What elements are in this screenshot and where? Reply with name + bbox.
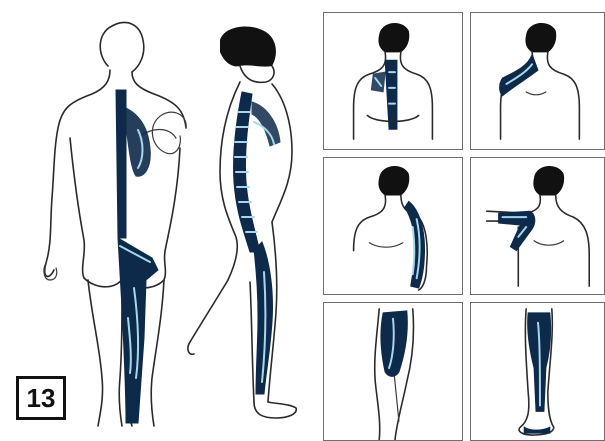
side-view-figure: [180, 22, 320, 432]
figure-number-badge: 13: [16, 376, 66, 420]
figure-number-text: 13: [27, 383, 56, 414]
panel-thigh: [323, 302, 463, 441]
panel-arm: [323, 157, 463, 295]
panel-shoulder-chest: [470, 157, 605, 295]
panel-lower-leg: [470, 302, 605, 441]
panel-shoulder: [470, 12, 605, 150]
panel-neck-upper-back: [323, 12, 463, 150]
